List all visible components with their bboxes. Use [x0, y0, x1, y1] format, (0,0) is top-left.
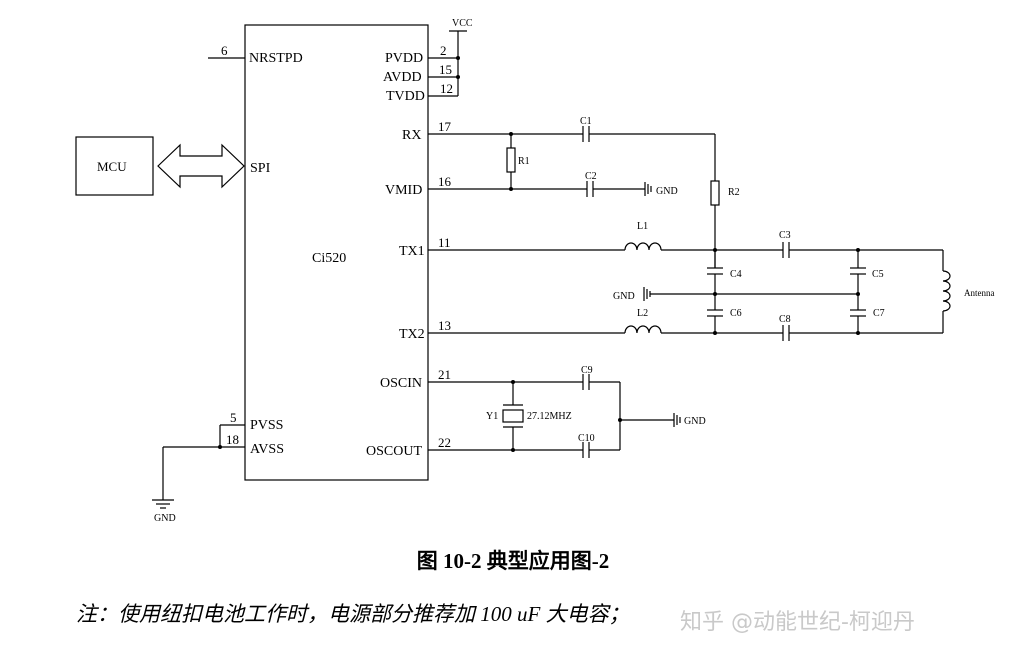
c8-label: C8	[779, 314, 791, 325]
r1-label: R1	[518, 156, 530, 167]
junction-dot	[713, 248, 717, 252]
schematic-diagram: Ci520 MCU SPI 6 NRSTPD 5 PVSS 18 AVSS GN…	[75, 18, 995, 524]
antenna-label: Antenna	[964, 288, 995, 298]
pin-name-rx: RX	[402, 128, 421, 143]
c9-label: C9	[581, 365, 593, 376]
c1-label: C1	[580, 116, 592, 127]
watermark: 知乎 @动能世纪-柯迎丹	[680, 610, 915, 635]
r1-body	[506, 147, 516, 173]
chip-name: Ci520	[312, 251, 346, 266]
gnd-label-vmid: GND	[656, 186, 678, 197]
y1-frequency: 27.12MHZ	[527, 411, 572, 422]
pin-name-tvdd: TVDD	[386, 89, 425, 104]
c4-label: C4	[730, 269, 742, 280]
junction-dot	[713, 292, 717, 296]
l1-coil	[624, 242, 662, 251]
junction-dot	[511, 380, 515, 384]
c2-label: C2	[585, 171, 597, 182]
junction-dot	[456, 56, 460, 60]
vcc-label: VCC	[452, 18, 473, 29]
spi-bus-arrow	[157, 143, 245, 189]
pin-name-pvdd: PVDD	[385, 51, 423, 66]
pin-num-tx1: 11	[438, 235, 451, 250]
c6-label: C6	[730, 308, 742, 319]
pin-num-vmid: 16	[438, 174, 452, 189]
pin-name-vmid: VMID	[385, 183, 422, 198]
gnd-label-osc: GND	[684, 416, 706, 427]
mcu-label: MCU	[97, 159, 127, 174]
gnd-label-left: GND	[154, 513, 176, 524]
chip-body	[244, 24, 429, 481]
y1-label: Y1	[486, 411, 498, 422]
pin-name-nrstpd: NRSTPD	[249, 51, 303, 66]
spi-label: SPI	[250, 161, 271, 176]
pin-name-avss: AVSS	[250, 442, 284, 457]
junction-dot	[856, 292, 860, 296]
junction-dot	[713, 331, 717, 335]
gnd-label-mid: GND	[613, 291, 635, 302]
l2-label: L2	[637, 308, 648, 319]
pin-num-oscin: 21	[438, 367, 451, 382]
crystal-body	[502, 409, 524, 423]
mcu-box	[75, 136, 154, 196]
pin-num-pvss: 5	[230, 410, 237, 425]
c3-label: C3	[779, 230, 791, 241]
pin-num-rx: 17	[438, 119, 452, 134]
junction-dot	[509, 132, 513, 136]
junction-dot	[509, 187, 513, 191]
junction-dot	[456, 75, 460, 79]
pin-name-tx1: TX1	[399, 244, 425, 259]
pin-num-nrstpd: 6	[221, 43, 228, 58]
pin-num-pvdd: 2	[440, 43, 447, 58]
pin-num-tvdd: 12	[440, 81, 453, 96]
c10-label: C10	[578, 433, 595, 444]
figure-note: 注：使用纽扣电池工作时，电源部分推荐加 100 uF 大电容；	[76, 602, 630, 626]
c5-label: C5	[872, 269, 884, 280]
pin-num-tx2: 13	[438, 318, 451, 333]
pin-name-pvss: PVSS	[250, 418, 283, 433]
pin-num-avss: 18	[226, 432, 239, 447]
l2-coil	[624, 325, 662, 334]
junction-dot	[856, 331, 860, 335]
junction-dot	[856, 248, 860, 252]
antenna-coil	[942, 270, 951, 312]
pin-name-oscout: OSCOUT	[366, 444, 422, 459]
r2-label: R2	[728, 187, 740, 198]
r2-body	[710, 180, 720, 206]
figure-caption: 图 10-2 典型应用图-2	[416, 549, 610, 573]
junction-dot	[218, 445, 222, 449]
pin-name-avdd: AVDD	[383, 70, 422, 85]
pin-name-oscin: OSCIN	[380, 376, 422, 391]
l1-label: L1	[637, 221, 648, 232]
pin-num-oscout: 22	[438, 435, 451, 450]
junction-dot	[618, 418, 622, 422]
pin-name-tx2: TX2	[399, 327, 425, 342]
junction-dot	[511, 448, 515, 452]
pin-num-avdd: 15	[439, 62, 452, 77]
c7-label: C7	[873, 308, 885, 319]
